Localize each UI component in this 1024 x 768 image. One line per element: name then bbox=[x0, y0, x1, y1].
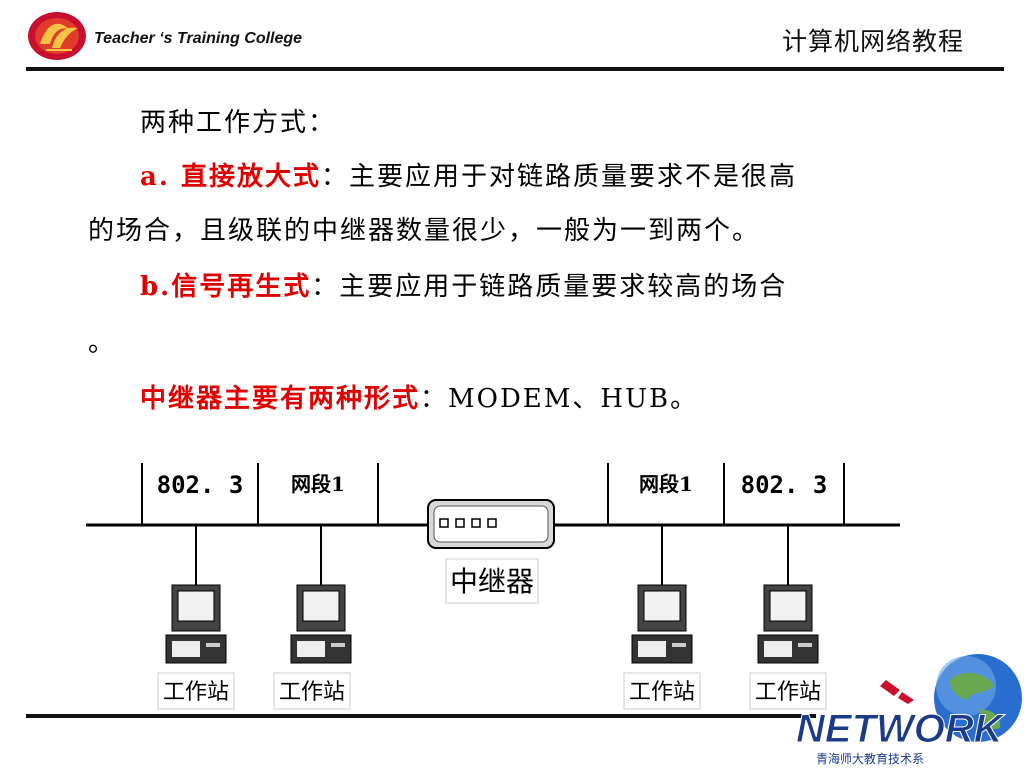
mode-a-text-2: 的场合，且级联的中继器数量很少，一般为一到两个。 bbox=[88, 216, 761, 246]
repeater-label: 中继器 bbox=[450, 565, 534, 598]
mode-b-colon: ： bbox=[311, 272, 340, 302]
workstation-label: 工作站 bbox=[629, 680, 695, 705]
mode-a-line: a. 直接放大式：主要应用于对链路质量要求不是很高 bbox=[140, 162, 797, 192]
mode-b-line: b.信号再生式：主要应用于链路质量要求较高的场合 bbox=[140, 272, 787, 302]
mode-b-text-1: 主要应用于链路质量要求较高的场合 bbox=[339, 272, 788, 302]
computer-icon bbox=[631, 584, 693, 664]
mode-a-colon: ： bbox=[320, 162, 349, 192]
mode-a-label: a. 直接放大式 bbox=[140, 162, 321, 192]
logo-caption: 青海师大教育技术系 bbox=[816, 751, 924, 766]
repeater-label-box bbox=[445, 558, 539, 604]
segment-left-name: 网段1 bbox=[291, 472, 345, 496]
workstation-label: 工作站 bbox=[279, 680, 345, 705]
network-logo: NETWORK 青海师大教育技术系 bbox=[796, 654, 1022, 766]
slide-header: Teacher ‘s Training College 计算机网络教程 bbox=[0, 0, 1024, 72]
workstation-label-box bbox=[749, 672, 827, 710]
workstation-label-box bbox=[273, 672, 351, 710]
repeater-device-icon bbox=[427, 499, 555, 549]
workstation-label: 工作站 bbox=[163, 680, 229, 705]
footer-divider bbox=[26, 714, 816, 718]
workstation-label-box bbox=[623, 672, 701, 710]
segment-right-standard: 802. 3 bbox=[741, 471, 828, 499]
segment-right-name: 网段1 bbox=[639, 472, 693, 496]
logo-red-swoosh bbox=[880, 680, 900, 696]
mode-b-text-2: 。 bbox=[88, 328, 117, 358]
segment-left-standard: 802. 3 bbox=[157, 471, 244, 499]
course-title: 计算机网络教程 bbox=[781, 27, 964, 56]
forms-label: 中继器主要有两种形式 bbox=[140, 384, 421, 414]
forms-line: 中继器主要有两种形式：MODEM、HUB。 bbox=[140, 384, 698, 414]
computer-icon bbox=[757, 584, 819, 664]
logo-word: NETWORK bbox=[796, 707, 1006, 751]
mode-b-label: b.信号再生式 bbox=[140, 272, 312, 302]
college-name: Teacher ‘s Training College bbox=[94, 30, 303, 47]
workstation-label: 工作站 bbox=[755, 680, 821, 705]
header-divider bbox=[26, 67, 1004, 71]
workstation-label-box bbox=[157, 672, 235, 710]
intro-line: 两种工作方式： bbox=[140, 108, 337, 138]
computer-icon bbox=[290, 584, 352, 664]
mode-a-text-1: 主要应用于对链路质量要求不是很高 bbox=[348, 162, 797, 192]
computer-icon bbox=[165, 584, 227, 664]
forms-text: ：MODEM、HUB。 bbox=[420, 384, 699, 414]
college-emblem-icon bbox=[28, 12, 86, 60]
repeater-network-diagram: 802. 3 网段1 网段1 802. 3 中继器 bbox=[86, 463, 900, 710]
globe-icon bbox=[934, 654, 1022, 742]
